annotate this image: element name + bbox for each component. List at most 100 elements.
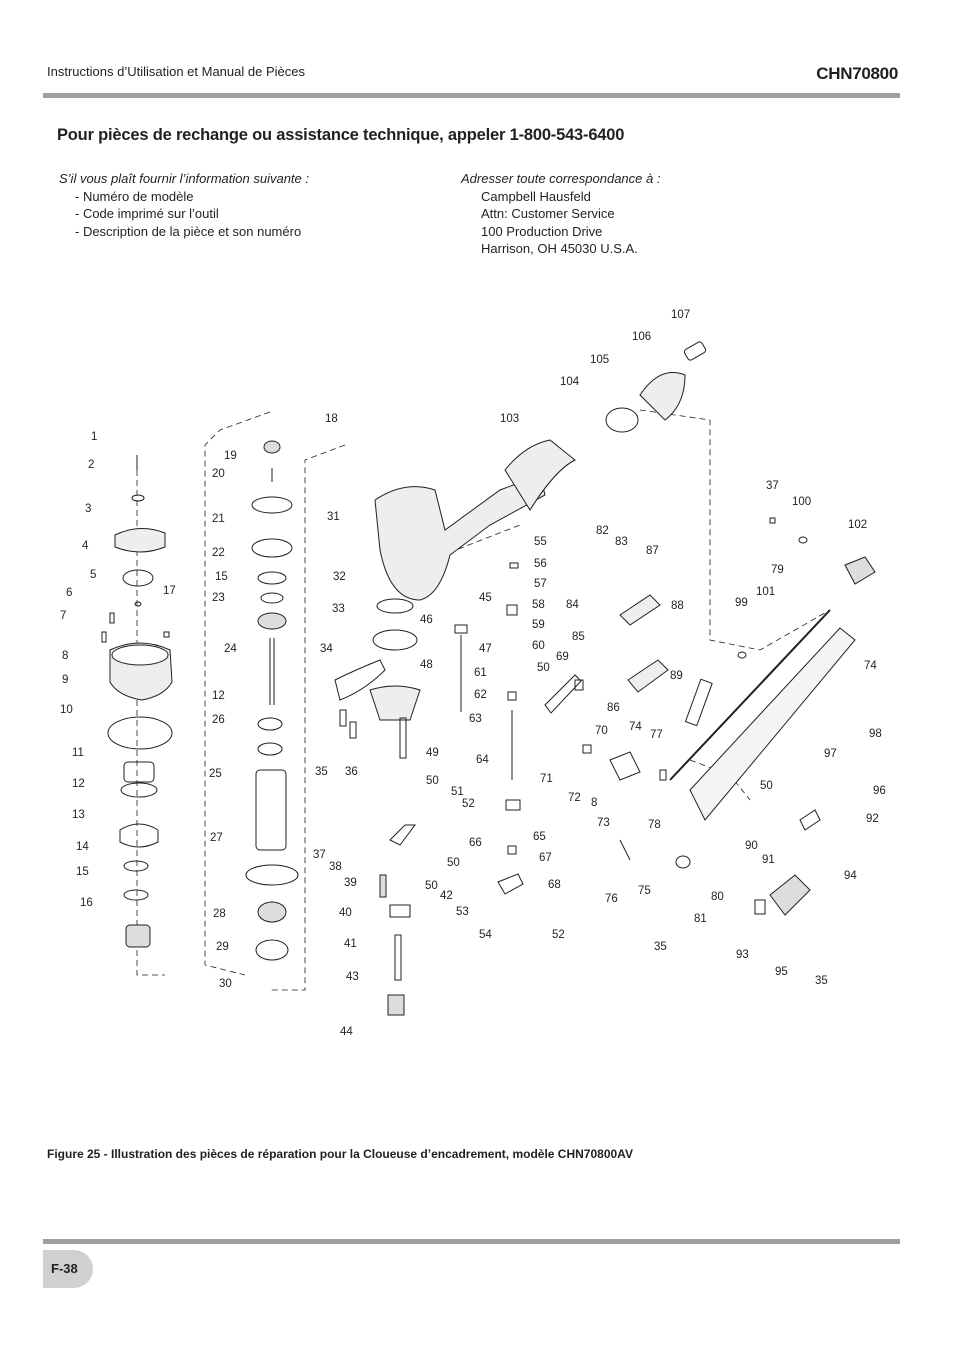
- part-number-label: 71: [540, 773, 553, 785]
- part-number-label: 77: [650, 729, 663, 741]
- page-number-badge: F-38: [43, 1250, 93, 1288]
- part-number-label: 37: [313, 849, 326, 861]
- part-number-label: 50: [425, 880, 438, 892]
- part-number-label: 75: [638, 885, 651, 897]
- part-number-label: 8: [591, 797, 597, 809]
- part-number-label: 58: [532, 599, 545, 611]
- part-number-label: 9: [62, 674, 68, 686]
- part-number-label: 94: [844, 870, 857, 882]
- part-number-label: 12: [212, 690, 225, 702]
- part-number-label: 99: [735, 597, 748, 609]
- part-number-label: 74: [864, 660, 877, 672]
- part-number-label: 6: [66, 587, 72, 599]
- part-number-label: 46: [420, 614, 433, 626]
- part-number-label: 1: [91, 431, 97, 443]
- info-left: S’il vous plaît fournir l’information su…: [59, 170, 309, 240]
- part-number-label: 107: [671, 309, 690, 321]
- part-number-label: 36: [345, 766, 358, 778]
- part-number-label: 44: [340, 1026, 353, 1038]
- info-left-item: - Code imprimé sur l’outil: [75, 206, 219, 222]
- part-number-label: 5: [90, 569, 96, 581]
- part-number-label: 80: [711, 891, 724, 903]
- part-number-label: 8: [62, 650, 68, 662]
- part-number-label: 12: [72, 778, 85, 790]
- part-number-label: 61: [474, 667, 487, 679]
- part-number-label: 21: [212, 513, 225, 525]
- info-left-item: - Description de la pièce et son numéro: [75, 223, 302, 239]
- page-number: F-38: [51, 1261, 78, 1276]
- footer-rule: [43, 1239, 900, 1244]
- part-number-label: 19: [224, 450, 237, 462]
- part-number-label: 33: [332, 603, 345, 615]
- part-number-label: 43: [346, 971, 359, 983]
- page-title: Pour pièces de rechange ou assistance te…: [57, 126, 625, 144]
- part-number-label: 69: [556, 651, 569, 663]
- part-number-label: 54: [479, 929, 492, 941]
- part-number-label: 55: [534, 536, 547, 548]
- part-number-label: 100: [792, 496, 811, 508]
- part-number-label: 47: [479, 643, 492, 655]
- part-number-label: 29: [216, 941, 229, 953]
- part-number-label: 37: [766, 480, 779, 492]
- part-number-label: 35: [315, 766, 328, 778]
- part-number-label: 30: [219, 978, 232, 990]
- part-number-label: 56: [534, 558, 547, 570]
- figure-caption: Figure 25 - Illustration des pièces de r…: [47, 1147, 633, 1161]
- part-number-label: 42: [440, 890, 453, 902]
- address-line: Campbell Hausfeld: [481, 188, 591, 204]
- part-number-label: 83: [615, 536, 628, 548]
- part-number-label: 101: [756, 586, 775, 598]
- part-number-label: 104: [560, 376, 580, 388]
- part-number-label: 52: [552, 929, 565, 941]
- part-number-label: 66: [469, 837, 482, 849]
- part-number-label: 93: [736, 949, 749, 961]
- part-number-label: 89: [670, 670, 683, 682]
- part-number-label: 53: [456, 906, 469, 918]
- part-number-label: 50: [426, 775, 439, 787]
- part-number-label: 82: [596, 525, 609, 537]
- part-number-label: 7: [60, 610, 66, 622]
- part-number-label: 17: [163, 585, 176, 597]
- part-number-label: 50: [447, 857, 460, 869]
- part-number-label: 20: [212, 468, 225, 480]
- part-number-label: 45: [479, 592, 492, 604]
- part-number-label: 16: [80, 897, 93, 909]
- part-number-label: 92: [866, 813, 879, 825]
- part-number-label: 11: [72, 747, 84, 759]
- part-number-label: 90: [745, 840, 758, 852]
- header-rule: [43, 93, 900, 98]
- part-number-label: 15: [215, 571, 228, 583]
- part-number-label: 88: [671, 600, 684, 612]
- part-number-label: 87: [646, 545, 659, 557]
- part-number-label: 64: [476, 754, 489, 766]
- model-number: CHN70800: [816, 64, 898, 83]
- part-number-label: 103: [500, 413, 519, 425]
- part-number-label: 51: [451, 786, 464, 798]
- part-number-label: 68: [548, 879, 561, 891]
- manual-title: Instructions d’Utilisation et Manual de …: [47, 64, 305, 79]
- part-number-label: 79: [771, 564, 784, 576]
- part-number-label: 57: [534, 578, 547, 590]
- part-number-label: 41: [344, 938, 357, 950]
- part-number-label: 23: [212, 592, 225, 604]
- part-number-label: 26: [212, 714, 225, 726]
- part-number-label: 52: [462, 798, 475, 810]
- part-number-label: 27: [210, 832, 223, 844]
- part-number-label: 78: [648, 819, 661, 831]
- part-number-label: 35: [654, 941, 667, 953]
- part-number-label: 28: [213, 908, 226, 920]
- address-line: Attn: Customer Service: [481, 206, 615, 222]
- part-number-label: 59: [532, 619, 545, 631]
- part-number-label: 13: [72, 809, 85, 821]
- part-number-label: 34: [320, 643, 333, 655]
- part-number-label: 10: [60, 704, 73, 716]
- part-number-label: 31: [327, 511, 340, 523]
- part-number-label: 67: [539, 852, 552, 864]
- part-number-label: 50: [537, 662, 550, 674]
- diagram-artwork: [101, 341, 876, 1016]
- part-number-label: 84: [566, 599, 579, 611]
- part-number-label: 106: [632, 331, 651, 343]
- part-number-label: 62: [474, 689, 487, 701]
- part-number-label: 98: [869, 728, 882, 740]
